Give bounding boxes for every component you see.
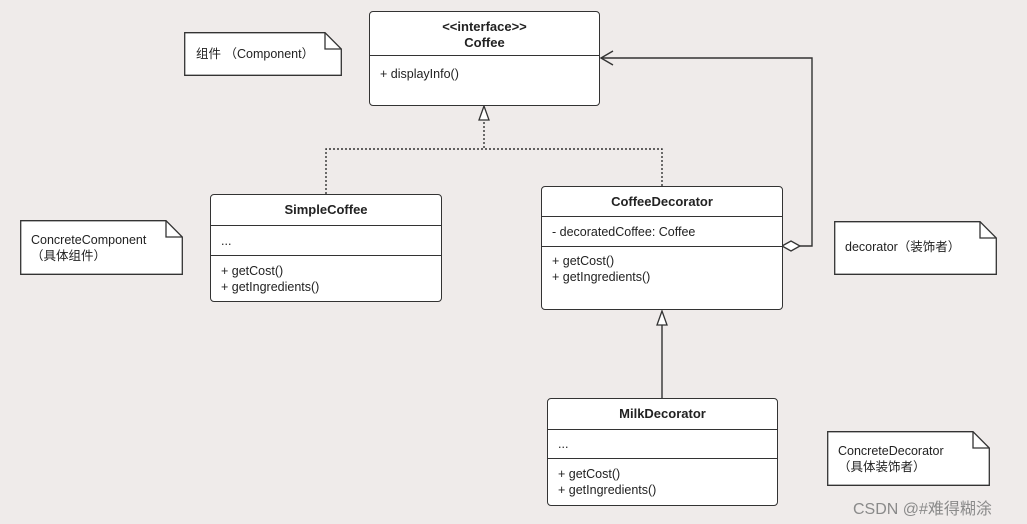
class-member: - decoratedCoffee: Coffee	[552, 225, 696, 239]
realization-simplecoffee-edge	[325, 120, 485, 194]
class-milkdecorator-methods: + getCost() + getIngredients()	[548, 459, 777, 498]
class-milkdecorator: MilkDecorator ... + getCost() + getIngre…	[547, 398, 778, 506]
class-member: + displayInfo()	[380, 67, 459, 81]
note-shape	[834, 221, 997, 275]
note-decorator-text: decorator（装饰者）	[845, 240, 961, 254]
aggregation-edge	[601, 57, 813, 247]
class-member: + getIngredients()	[558, 483, 657, 497]
class-simplecoffee-name: SimpleCoffee	[284, 202, 368, 217]
note-concrete-decorator: ConcreteDecorator （具体装饰者）	[827, 431, 990, 486]
watermark-text: CSDN @#难得糊涂	[853, 501, 992, 518]
note-shape	[827, 431, 990, 486]
class-member: + getCost()	[558, 467, 621, 481]
class-member: + getIngredients()	[552, 270, 651, 284]
note-shape	[184, 32, 342, 76]
class-member: + getIngredients()	[221, 280, 320, 294]
class-member: + getCost()	[552, 254, 615, 268]
class-coffeedecorator-name: CoffeeDecorator	[611, 194, 713, 209]
note-decorator: decorator（装饰者）	[834, 221, 997, 275]
class-coffee-stereotype: <<interface>>	[442, 19, 527, 34]
class-simplecoffee-methods: + getCost() + getIngredients()	[211, 256, 441, 295]
note-shape	[20, 220, 183, 275]
class-member: ...	[221, 234, 232, 248]
realization-coffeedecorator-edge	[484, 148, 663, 186]
class-coffee-name: Coffee	[464, 35, 505, 50]
note-component: 组件 （Component）	[184, 32, 342, 76]
class-coffeedecorator: CoffeeDecorator - decoratedCoffee: Coffe…	[541, 186, 783, 310]
class-simplecoffee-header: SimpleCoffee	[211, 195, 441, 226]
note-concrete-component-line2: （具体组件）	[31, 249, 107, 263]
note-concrete-component-line1: ConcreteComponent	[31, 233, 147, 247]
aggregation-open-arrowhead	[599, 50, 614, 66]
class-coffeedecorator-header: CoffeeDecorator	[542, 187, 782, 217]
class-coffeedecorator-methods: + getCost() + getIngredients()	[542, 247, 782, 285]
class-coffee-header: <<interface>> Coffee	[370, 12, 599, 56]
note-concrete-decorator-line1: ConcreteDecorator	[838, 444, 944, 458]
class-member: + getCost()	[221, 264, 284, 278]
class-simplecoffee-attributes: ...	[211, 226, 441, 256]
class-milkdecorator-name: MilkDecorator	[619, 406, 706, 421]
note-concrete-decorator-line2: （具体装饰者）	[838, 460, 926, 474]
generalization-arrowhead	[656, 309, 668, 326]
realization-arrowhead	[478, 104, 490, 121]
class-member: ...	[558, 437, 569, 451]
class-milkdecorator-header: MilkDecorator	[548, 399, 777, 430]
class-coffee-methods: + displayInfo()	[370, 56, 599, 82]
note-component-text: 组件 （Component）	[196, 47, 315, 61]
class-coffeedecorator-attributes: - decoratedCoffee: Coffee	[542, 217, 782, 247]
class-milkdecorator-attributes: ...	[548, 430, 777, 459]
class-simplecoffee: SimpleCoffee ... + getCost() + getIngred…	[210, 194, 442, 302]
note-concrete-component: ConcreteComponent （具体组件）	[20, 220, 183, 275]
class-coffee: <<interface>> Coffee + displayInfo()	[369, 11, 600, 106]
aggregation-diamond	[780, 240, 802, 252]
